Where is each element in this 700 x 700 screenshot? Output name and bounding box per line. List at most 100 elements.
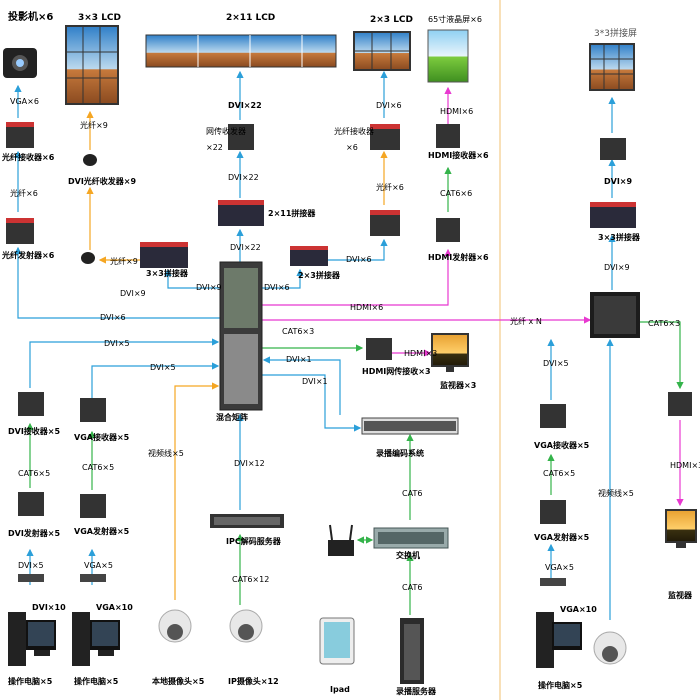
hdmi-transmitter-label: HDMI发射器×6 <box>428 252 489 262</box>
right-dvi9-b-label: DVI×9 <box>604 263 630 272</box>
connection-lines <box>14 70 684 620</box>
dvi22-a-label: DVI×22 <box>228 101 262 110</box>
right-splicer-3x3-icon <box>590 202 636 228</box>
splice-screen-3x3 <box>589 43 635 91</box>
monitor3-label: 监视器×3 <box>440 380 476 390</box>
right-splitter-icon <box>540 578 566 586</box>
dvi10-label: DVI×10 <box>32 603 66 612</box>
right-vga5-label: VGA×5 <box>545 563 574 572</box>
dvi5-a-label: DVI×5 <box>104 339 130 348</box>
right-dvi9-label: DVI×9 <box>604 177 633 186</box>
right-vga-transmitter-icon <box>540 500 566 524</box>
right-receiver-icon <box>600 138 626 160</box>
monitor-icon <box>431 333 469 372</box>
dvi-fiber-transceiver-icon <box>81 154 97 264</box>
lcd-2x3-title: 2×3 LCD <box>370 15 413 25</box>
fiber-transmitter-2x3-icon <box>370 210 400 236</box>
dvi1-a-label: DVI×1 <box>286 355 312 364</box>
encoding-system-label: 录播编码系统 <box>376 448 424 458</box>
right-camera-icon <box>593 631 627 665</box>
hdmi6-b-label: HDMI×6 <box>350 303 383 312</box>
fiber-receiver-2x3-icon <box>370 124 400 150</box>
lcd-2x11-title: 2×11 LCD <box>226 13 275 23</box>
dvi-receiver-icon <box>18 392 44 416</box>
vga5-label: VGA×5 <box>84 561 113 570</box>
projector-icon <box>3 48 37 78</box>
hdmi-transmitter-icon <box>436 218 460 242</box>
splice-screen-title: 3*3拼接屏 <box>594 27 637 39</box>
dvi5-b-label: DVI×5 <box>150 363 176 372</box>
right-operator-pc-icon <box>536 612 582 668</box>
right-matrix-icon <box>590 292 640 338</box>
ipad-label: Ipad <box>330 685 350 694</box>
fiber9-b-label: 光纤×9 <box>110 256 138 266</box>
dvi6-a-label: DVI×6 <box>376 101 402 110</box>
fiber9-label: 光纤×9 <box>80 120 108 130</box>
splicer-2x11-icon <box>218 200 264 226</box>
projector-title: 投影机×6 <box>8 10 53 23</box>
splitter-icon <box>18 574 106 582</box>
fiber-rx-2x3-label: 光纤接收器 <box>334 126 374 136</box>
operator-pc-icon <box>8 612 120 666</box>
right-monitor-label: 监视器 <box>668 590 693 600</box>
right-vga10-label: VGA×10 <box>560 605 597 614</box>
fiber6-b-label: 光纤×6 <box>376 182 404 192</box>
right-video-line-label: 视频线×5 <box>598 488 634 498</box>
ip-camera-icon <box>229 609 263 643</box>
right-hdmi3-label: HDMI×3 <box>670 461 700 470</box>
dvi-fiber-transceiver-label: DVI光纤收发器×9 <box>68 176 137 186</box>
right-cat6x3-label: CAT6×3 <box>648 319 680 328</box>
net-transceiver-label: 网传收发器 <box>206 126 246 136</box>
cat6x12-label: CAT6×12 <box>232 575 269 584</box>
local-camera-icon <box>158 609 192 643</box>
hdmi-net-receiver-icon <box>366 338 392 360</box>
dvi22-b-label: DVI×22 <box>228 173 259 182</box>
right-cat6x5-label: CAT6×5 <box>543 469 575 478</box>
splicer-2x11-label: 2×11拼接器 <box>268 208 316 218</box>
x22-label: ×22 <box>206 143 223 152</box>
ipc-decoder-label: IPC解码服务器 <box>226 536 282 546</box>
switch-icon <box>373 527 449 549</box>
fiber-transmitter-icon <box>6 218 34 244</box>
matrix-label: 混合矩阵 <box>216 412 248 422</box>
dvi6-b-label: DVI×6 <box>346 255 372 264</box>
splicer-2x3-label: 2×3拼接器 <box>298 270 341 280</box>
dvi6-c-label: DVI×6 <box>264 283 290 292</box>
dvi-receiver-label: DVI接收器×5 <box>8 426 61 436</box>
right-splicer-label: 3×3拼接器 <box>598 232 641 242</box>
cat6-a-label: CAT6 <box>402 489 422 498</box>
wifi-router-icon <box>328 524 354 556</box>
net-transceiver-icon <box>228 124 254 150</box>
lcd-2x3-wall <box>353 31 411 71</box>
splicer-2x3-icon <box>290 246 328 266</box>
right-vga-receiver-label: VGA接收器×5 <box>534 440 590 450</box>
dvi6-d-label: DVI×6 <box>100 313 126 322</box>
hdmi-receiver-icon <box>436 124 460 148</box>
hdmi6-label: HDMI×6 <box>440 107 473 116</box>
hybrid-matrix <box>219 261 263 411</box>
right-monitor-icon <box>665 509 697 548</box>
local-camera-label: 本地摄像头×5 <box>151 676 205 686</box>
cat6x3-label: CAT6×3 <box>282 327 314 336</box>
lcd-65-inch-icon <box>427 29 469 83</box>
recording-server-icon <box>400 618 424 684</box>
dvi9-a-label: DVI×9 <box>120 289 146 298</box>
right-dvi5-label: DVI×5 <box>543 359 569 368</box>
dvi12-label: DVI×12 <box>234 459 265 468</box>
ip-camera-label: IP摄像头×12 <box>228 676 279 686</box>
splicer-3x3-label: 3×3拼接器 <box>146 268 189 278</box>
labels: 投影机×6 3×3 LCD 2×11 LCD 2×3 LCD 65寸液晶屏×6 … <box>1 10 700 696</box>
ipad-icon <box>319 617 355 665</box>
fiber-receiver-icon <box>6 122 34 148</box>
dvi-transmitter-label: DVI发射器×5 <box>8 528 61 538</box>
fiber-receiver-label: 光纤接收器×6 <box>1 152 55 162</box>
fiber-n-label: 光纤 x N <box>510 316 542 326</box>
right-hdmi-receiver-icon <box>668 392 692 416</box>
vga6-label: VGA×6 <box>10 97 39 106</box>
operator-pc-a-label: 操作电脑×5 <box>8 676 53 686</box>
fiber6-label: 光纤×6 <box>10 188 38 198</box>
right-operator-pc-label: 操作电脑×5 <box>538 680 583 690</box>
lcd-3x3-wall <box>65 25 119 105</box>
dvi1-b-label: DVI×1 <box>302 377 328 386</box>
